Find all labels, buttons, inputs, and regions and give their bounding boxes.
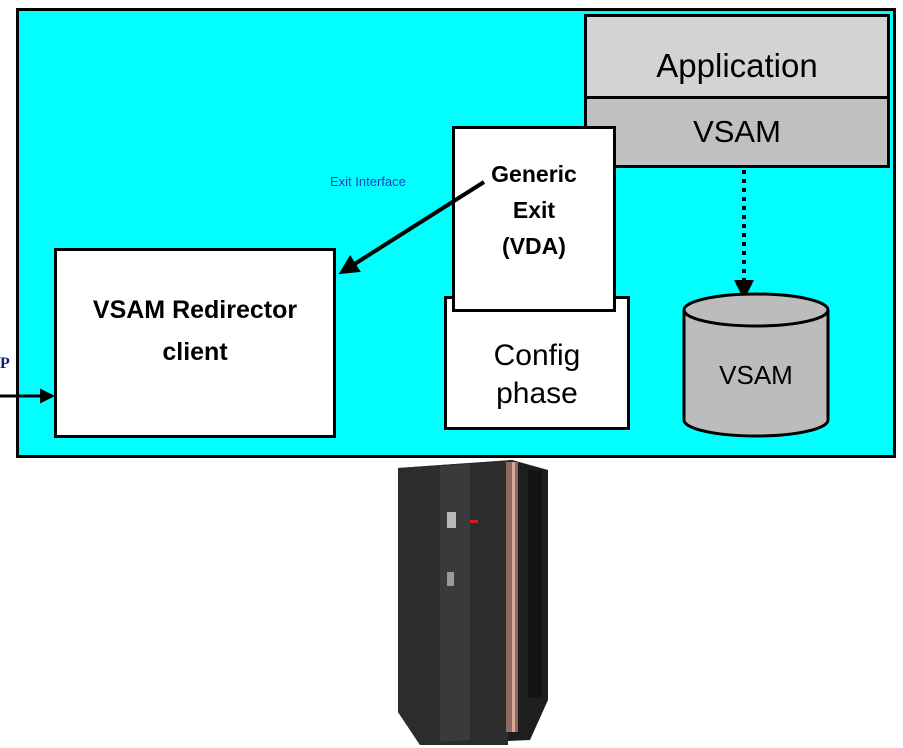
redirector-line1: VSAM Redirector: [92, 296, 298, 324]
redirector-line2: client: [162, 338, 228, 366]
generic-exit-line1: Generic: [491, 161, 577, 187]
exit-interface-label: Exit Interface: [330, 174, 406, 189]
config-line2: phase: [496, 377, 578, 410]
exit-interface-arrow: [338, 180, 486, 275]
vsam-layer-box: VSAM: [584, 96, 890, 168]
application-label: Application: [656, 47, 818, 84]
vsam-layer-label: VSAM: [693, 114, 781, 149]
generic-exit-line3: (VDA): [502, 233, 566, 259]
config-phase-box: Config phase: [444, 296, 630, 430]
generic-exit-box: Generic Exit (VDA): [452, 126, 616, 312]
vsam-datastore-cylinder: [682, 292, 830, 438]
redirector-client-box: VSAM Redirector client: [54, 248, 336, 438]
generic-exit-line2: Exit: [512, 197, 556, 223]
vsam-datastore-label: VSAM: [719, 360, 793, 390]
tcp-label: P: [0, 355, 10, 372]
application-box: Application: [584, 14, 890, 100]
mainframe-server-image: [398, 460, 548, 745]
config-line1: Config: [493, 339, 581, 372]
